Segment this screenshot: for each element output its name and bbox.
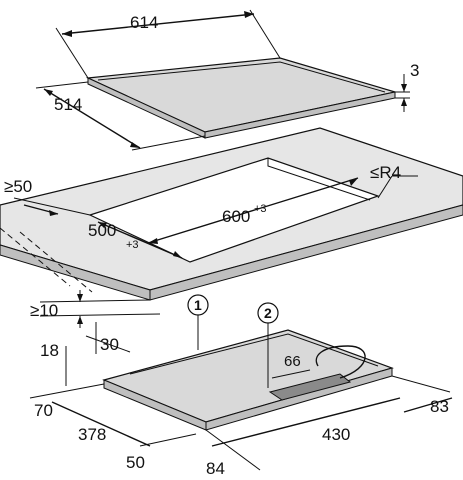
dim-18: 18 <box>40 341 67 386</box>
cutout-inner-edge <box>267 158 371 201</box>
dim-84-label: 84 <box>206 459 225 478</box>
dim-378: 378 <box>51 401 151 447</box>
dim-514-label: 514 <box>54 95 82 114</box>
dim-min-50: ≥50 <box>4 177 91 216</box>
dim-600: 600 +3 <box>147 177 359 244</box>
dim-600-label: 600 <box>222 207 250 226</box>
dim-430-label: 430 <box>322 425 350 444</box>
installed-hob-drawing <box>102 329 394 431</box>
connection-box <box>268 373 352 401</box>
dim-66-label: 66 <box>284 353 301 370</box>
dim-3: 3 <box>395 61 419 112</box>
callout-1: 1 <box>187 294 209 350</box>
hob-drawing <box>85 57 396 139</box>
dim-min-10-label: ≥10 <box>30 301 58 320</box>
callout-2: 2 <box>257 302 279 388</box>
hidden-line-1 <box>0 227 71 287</box>
countertop-cutout <box>88 157 380 263</box>
dim-30-label: 30 <box>100 335 119 354</box>
hob-glass-top <box>85 57 396 133</box>
dim-500-label: 500 <box>88 221 116 240</box>
dim-378-label: 378 <box>78 425 106 444</box>
countertop-drawing <box>0 127 463 301</box>
callout-1-label: 1 <box>194 297 202 313</box>
hidden-line-2 <box>19 231 93 293</box>
hob-inner-line <box>97 61 386 93</box>
dim-50: 50 <box>126 433 197 472</box>
dim-83-label: 83 <box>430 397 449 416</box>
dim-30: 30 <box>85 322 131 354</box>
dim-3-label: 3 <box>410 61 419 80</box>
dim-50-label: 50 <box>126 453 145 472</box>
dim-500: 500 +3 <box>88 221 183 259</box>
dim-radius-label: ≤R4 <box>370 163 401 182</box>
power-cable <box>315 345 366 379</box>
dim-84: 84 <box>205 429 261 478</box>
dim-min-50-label: ≥50 <box>4 177 32 196</box>
dim-radius: ≤R4 <box>370 163 418 199</box>
dim-614: 614 <box>55 9 281 79</box>
countertop-side-edge <box>149 204 463 301</box>
dim-500-tolerance: +3 <box>126 239 139 251</box>
dim-70-label: 70 <box>34 401 53 420</box>
dim-70: 70 <box>29 383 105 420</box>
dim-18-label: 18 <box>40 341 59 360</box>
dim-83: 83 <box>391 375 453 416</box>
dim-514: 514 <box>35 81 206 151</box>
dim-600-tolerance: +3 <box>254 203 267 215</box>
dim-430: 430 <box>211 397 401 447</box>
callout-2-label: 2 <box>264 305 272 321</box>
installed-hob-inner-line <box>129 333 379 375</box>
dim-614-label: 614 <box>130 13 158 32</box>
dim-66: 66 <box>271 353 311 379</box>
dim-min-10: ≥10 <box>30 290 161 328</box>
